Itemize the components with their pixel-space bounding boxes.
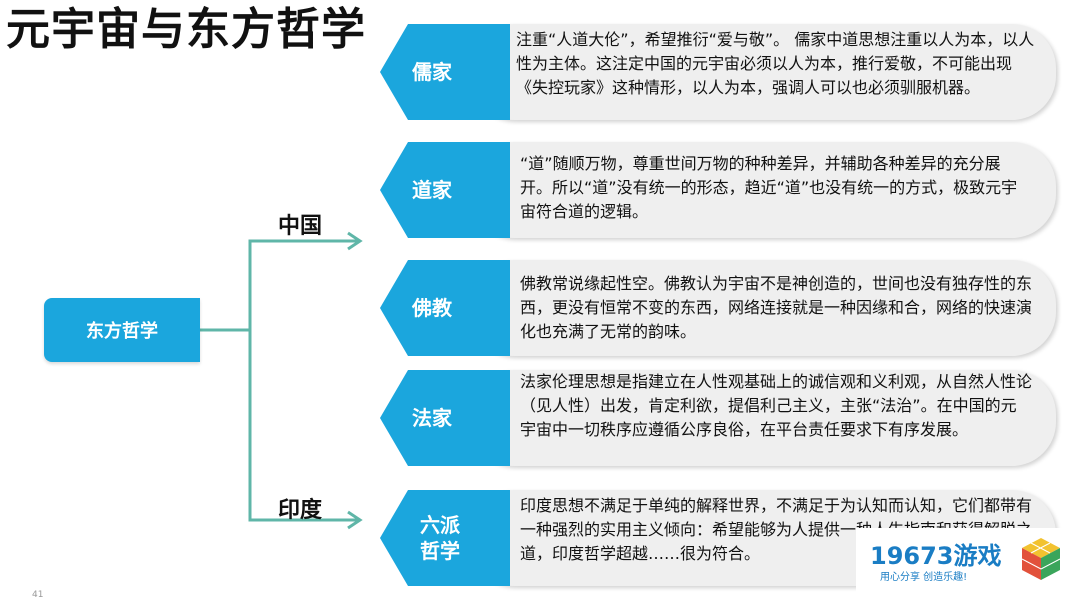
page-title: 元宇宙与东方哲学 [6, 4, 366, 55]
row-confucianism-bg [470, 24, 1056, 120]
row-label-confucianism: 儒家 [412, 60, 452, 84]
watermark-sub: 用心分享 创造乐趣! [880, 572, 968, 583]
cube-icon [1021, 538, 1061, 580]
branch-label-india: 印度 [278, 498, 323, 523]
watermark-main: 19673游戏 [870, 542, 1002, 570]
row-label-buddhism: 佛教 [412, 296, 452, 320]
chevron-shape [380, 490, 510, 586]
row-legalism-bg [470, 370, 1056, 466]
row-label-taoism: 道家 [412, 178, 452, 202]
watermark-logo: 19673游戏 用心分享 创造乐趣! [856, 528, 1066, 592]
branch-label-china: 中国 [278, 214, 323, 239]
row-text-confucianism: 注重“人道大伦”，希望推衍“爱与敬”。 儒家中道思想注重以人为本，以人性为主体。… [516, 30, 1035, 97]
page-number: 41 [32, 590, 44, 600]
row-label-legalism: 法家 [412, 406, 452, 430]
chevron-shape [380, 24, 510, 120]
row-label-six-schools: 六派哲学 [420, 513, 460, 563]
chevron-shape [380, 142, 510, 238]
row-taoism-bg [470, 142, 1056, 238]
row-text-buddhism: 佛教常说缘起性空。佛教认为宇宙不是神创造的，世间也没有独存性的东西，更没有恒常不… [520, 274, 1033, 341]
row-buddhism-bg [470, 260, 1056, 356]
row-text-legalism: 法家伦理思想是指建立在人性观基础上的诚信观和义利观，从自然人性论（见人性）出发，… [520, 372, 1033, 439]
chevron-shape [380, 370, 510, 466]
row-text-taoism: “道”随顺万物，尊重世间万物的种种差异，并辅助各种差异的充分展开。所以“道”没有… [520, 154, 1018, 221]
root-node: 东方哲学 [44, 298, 200, 362]
chevron-shape [380, 260, 510, 356]
